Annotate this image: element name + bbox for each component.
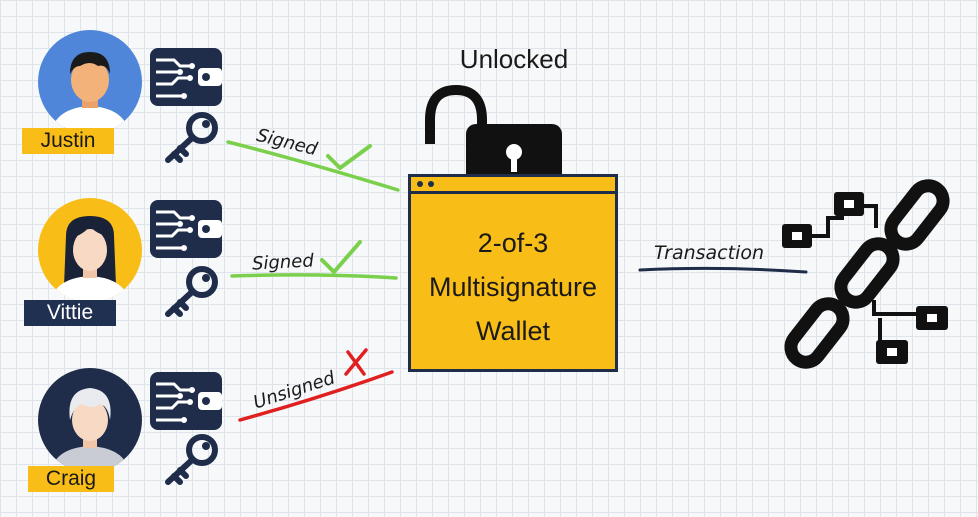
status-label-vittie: Signed (251, 250, 315, 275)
checkmark-icon (326, 144, 372, 170)
wallet-title-line1: 2-of-3 (477, 228, 549, 258)
avatar-vittie-icon (38, 198, 142, 302)
window-title-bar (411, 177, 615, 194)
user-name-justin: Justin (22, 128, 114, 154)
cross-icon (344, 348, 368, 376)
unsigned-line-craig (238, 370, 394, 422)
window-dot (428, 181, 434, 187)
window-dot (417, 181, 423, 187)
user-name-craig: Craig (28, 466, 114, 492)
lock-state-label: Unlocked (459, 44, 569, 74)
hardware-wallet-icon (150, 200, 222, 258)
hardware-wallet-icon (150, 48, 222, 106)
blockchain-icon (782, 179, 950, 369)
transaction-underline (638, 266, 808, 274)
wallet-title-line3: Wallet (475, 316, 550, 346)
hardware-wallet-icon (150, 372, 222, 430)
signed-line-justin (226, 140, 400, 192)
transaction-label: Transaction (654, 242, 765, 264)
wallet-title: 2-of-3 Multisignature Wallet (411, 221, 615, 353)
user-name-vittie: Vittie (24, 300, 116, 326)
key-icon (165, 434, 218, 485)
checkmark-icon (320, 240, 362, 274)
key-icon (165, 266, 218, 317)
key-icon (165, 112, 218, 163)
multisig-wallet-box: 2-of-3 Multisignature Wallet (408, 174, 618, 372)
wallet-title-line2: Multisignature (428, 272, 598, 302)
signed-line-vittie (230, 273, 398, 280)
